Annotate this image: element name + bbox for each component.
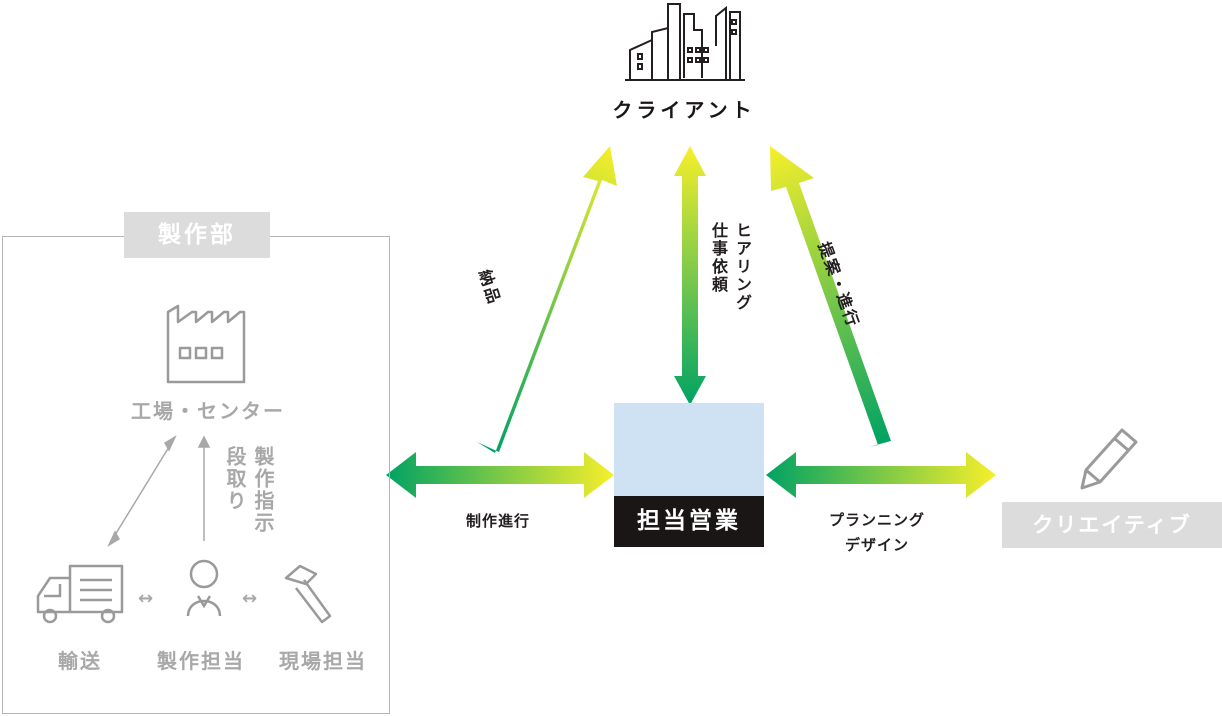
production-progress-arrow [386,452,614,498]
sales-label: 担当営業 [614,496,764,547]
hammer-icon [284,564,332,624]
production-department-tag: 製作部 [124,212,270,258]
transport-label: 輸送 [58,649,102,673]
production-manager-label: 製作担当 [157,649,245,673]
design-label: デザイン [844,536,909,554]
sales-box [614,403,764,496]
planning-design-label: プランニング デザイン [792,508,962,558]
production-progress-label: 制作進行 [465,512,530,530]
instruction-label: 製作指示 [251,446,275,534]
proposal-arrow [770,146,891,447]
transport-factory-connector [107,435,177,547]
factory-label: 工場・センター [131,399,285,423]
hearing-label: ヒアリング [733,222,752,312]
delivery-arrow [477,146,617,453]
hearing-arrow [674,146,706,405]
site-manager-label: 現場担当 [279,649,367,673]
pencil-icon [1080,428,1138,490]
truck-icon [36,564,124,624]
factory-icon [166,304,246,384]
client-label: クライアント [612,98,756,122]
request-label: 仕事依頼 [709,222,728,294]
production-department-box [2,236,390,714]
site-exchange-symbol: ↔ [242,588,258,609]
transport-exchange-symbol: ↔ [138,588,154,609]
creative-label: クリエイティブ [1002,502,1222,548]
planning-label: プランニング [828,511,925,529]
city-buildings-icon [625,3,745,81]
planning-arrow [766,452,996,498]
setup-label: 段取り [223,446,247,512]
instruction-connector [197,435,211,541]
person-icon [186,559,222,617]
